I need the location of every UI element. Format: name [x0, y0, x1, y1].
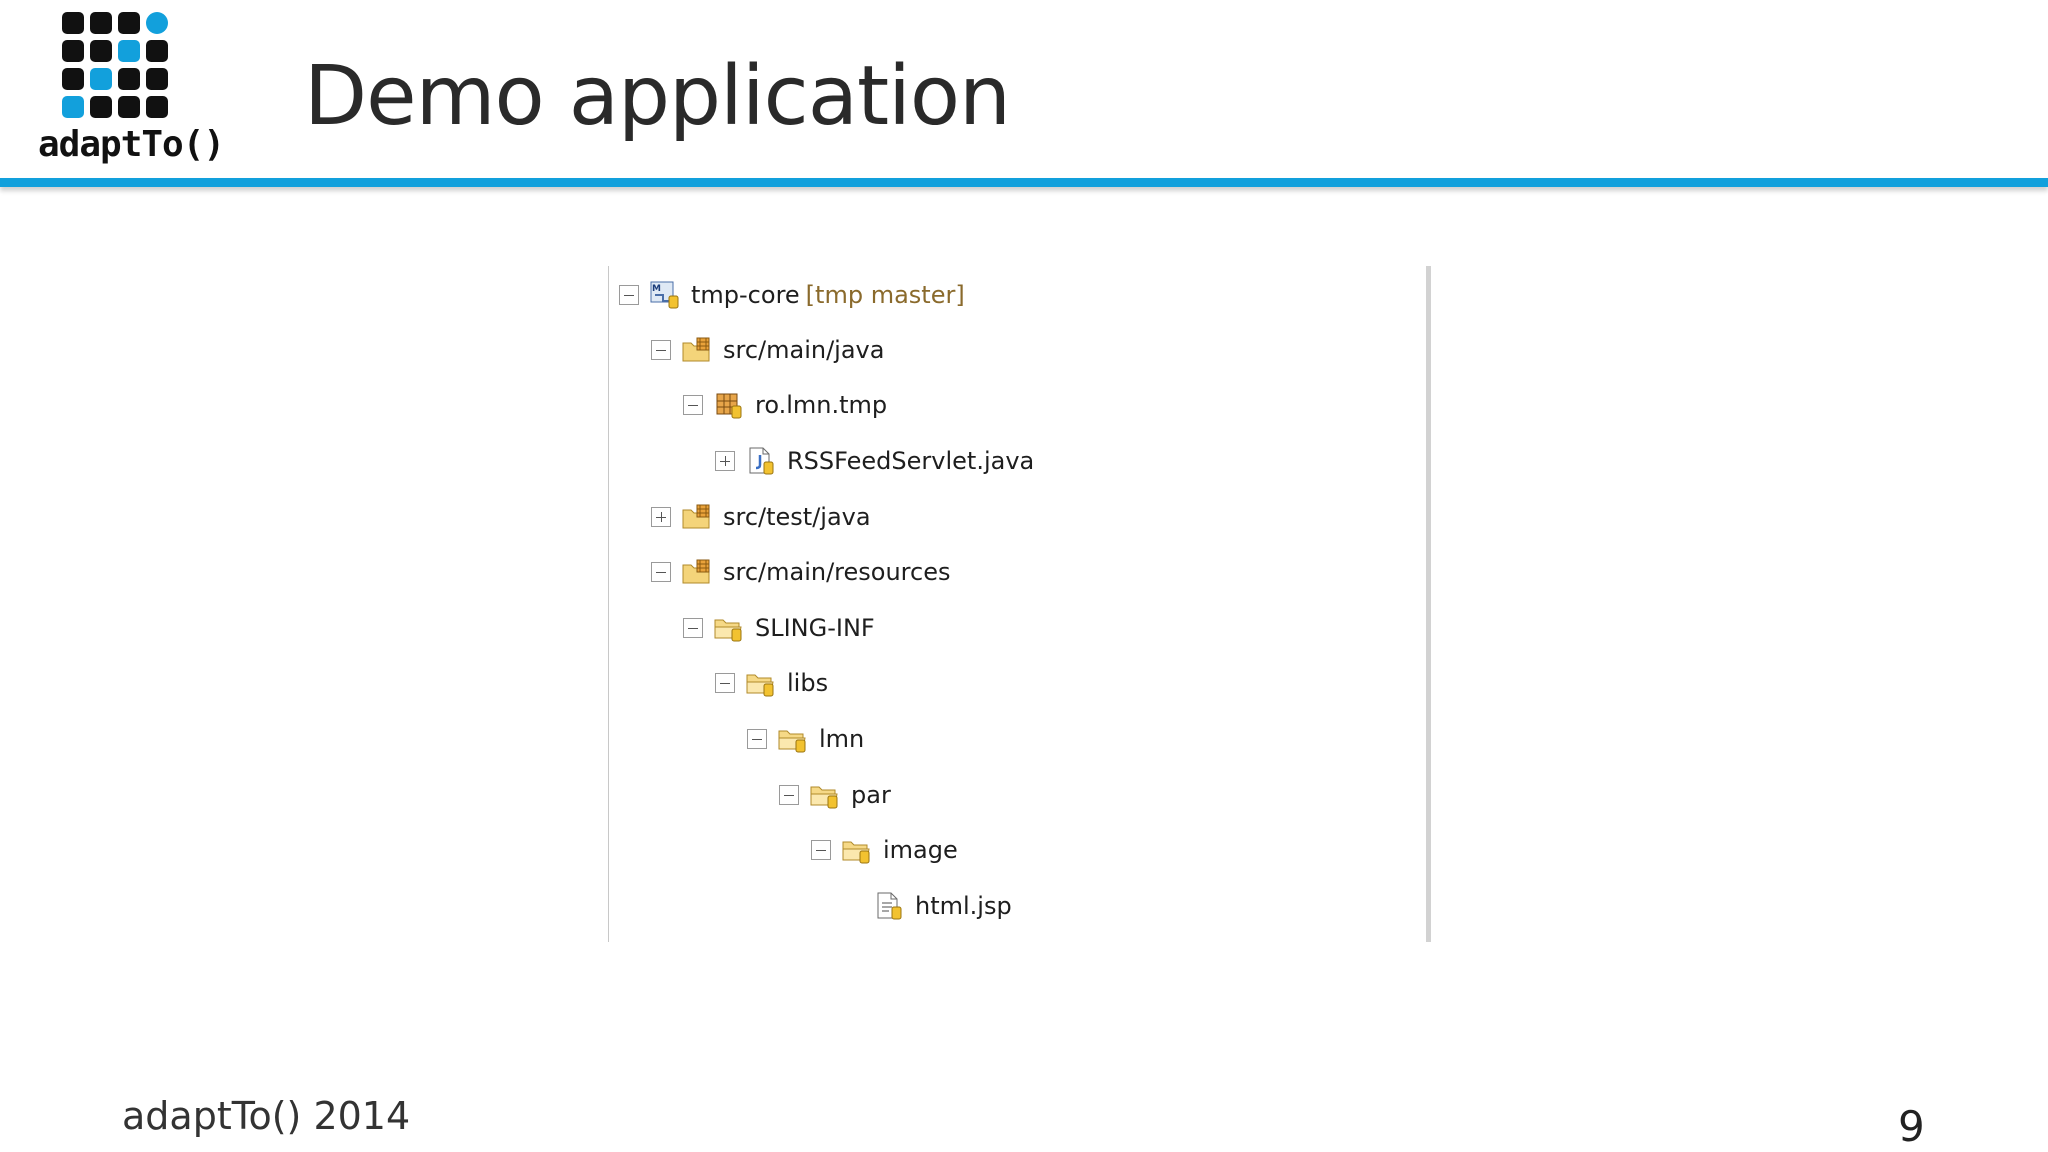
tree-node-package[interactable]: ro.lmn.tmp [683, 385, 893, 425]
tree-node-src-main-resources[interactable]: src/main/resources [651, 552, 956, 592]
tree-scrollbar[interactable] [1426, 266, 1431, 942]
collapse-icon[interactable] [683, 618, 703, 638]
logo-dot [146, 68, 168, 90]
folder-icon [841, 835, 873, 865]
tree-node-src-main-java[interactable]: src/main/java [651, 330, 890, 370]
page-title: Demo application [304, 49, 1011, 144]
tree-node-label: image [883, 836, 958, 864]
collapse-icon[interactable] [715, 673, 735, 693]
collapse-icon[interactable] [619, 285, 639, 305]
tree-node-label: lmn [819, 725, 865, 753]
collapse-icon[interactable] [779, 785, 799, 805]
collapse-icon[interactable] [747, 729, 767, 749]
collapse-icon[interactable] [651, 562, 671, 582]
jsp-file-icon [873, 891, 905, 921]
tree-node-label: SLING-INF [755, 614, 875, 642]
logo-text: adaptTo() [38, 124, 225, 165]
logo-dot [90, 68, 112, 90]
tree-node-rss-feed-servlet[interactable]: RSSFeedServlet.java [715, 441, 1040, 481]
maven-project-icon: M [649, 280, 681, 310]
tree-node-label: ro.lmn.tmp [755, 391, 888, 419]
logo-dot [90, 96, 112, 118]
logo-dot [146, 12, 168, 34]
tree-node-label: src/test/java [723, 503, 871, 531]
package-icon [713, 390, 745, 420]
footer-conference-label: adaptTo() 2014 [122, 1094, 411, 1138]
logo-dot [62, 68, 84, 90]
logo-dot [90, 40, 112, 62]
logo-dot-grid [62, 12, 174, 120]
tree-node-label: libs [787, 669, 829, 697]
logo-dot [62, 40, 84, 62]
folder-icon [809, 780, 841, 810]
tree-node-label: RSSFeedServlet.java [787, 447, 1035, 475]
logo-dot [118, 12, 140, 34]
tree-node-src-test-java[interactable]: src/test/java [651, 497, 877, 537]
expand-icon[interactable] [715, 451, 735, 471]
project-explorer-tree: M tmp-core [tmp master] src/main/java ro… [608, 266, 1431, 942]
tree-node-label: src/main/java [723, 336, 885, 364]
header-divider [0, 178, 2048, 187]
svg-text:M: M [652, 284, 661, 294]
collapse-icon[interactable] [683, 395, 703, 415]
tree-node-sling-inf[interactable]: SLING-INF [683, 608, 881, 648]
tree-node-tmp-core[interactable]: M tmp-core [tmp master] [619, 275, 965, 315]
logo-dot [146, 40, 168, 62]
logo-dot [90, 12, 112, 34]
collapse-icon[interactable] [811, 840, 831, 860]
logo-dot [62, 12, 84, 34]
logo-dot [118, 96, 140, 118]
folder-icon [713, 613, 745, 643]
source-folder-icon [681, 335, 713, 365]
adaptto-logo: adaptTo() [38, 12, 225, 172]
java-file-icon [745, 446, 777, 476]
tree-node-html-jsp[interactable]: html.jsp [843, 886, 1018, 926]
tree-node-label: par [851, 781, 891, 809]
folder-icon [777, 724, 809, 754]
tree-node-label: html.jsp [915, 892, 1012, 920]
tree-node-par[interactable]: par [779, 775, 897, 815]
tree-node-label: tmp-core [691, 281, 800, 309]
tree-node-lmn[interactable]: lmn [747, 719, 870, 759]
slide-page-number: 9 [1898, 1102, 1925, 1151]
git-branch-decoration: [tmp master] [805, 281, 965, 309]
source-folder-icon [681, 502, 713, 532]
folder-icon [745, 668, 777, 698]
logo-dot [62, 96, 84, 118]
tree-node-label: src/main/resources [723, 558, 951, 586]
tree-node-libs[interactable]: libs [715, 663, 834, 703]
logo-dot [118, 40, 140, 62]
tree-node-image[interactable]: image [811, 830, 964, 870]
logo-dot [118, 68, 140, 90]
source-folder-icon [681, 557, 713, 587]
collapse-icon[interactable] [651, 340, 671, 360]
expand-icon[interactable] [651, 507, 671, 527]
logo-dot [146, 96, 168, 118]
